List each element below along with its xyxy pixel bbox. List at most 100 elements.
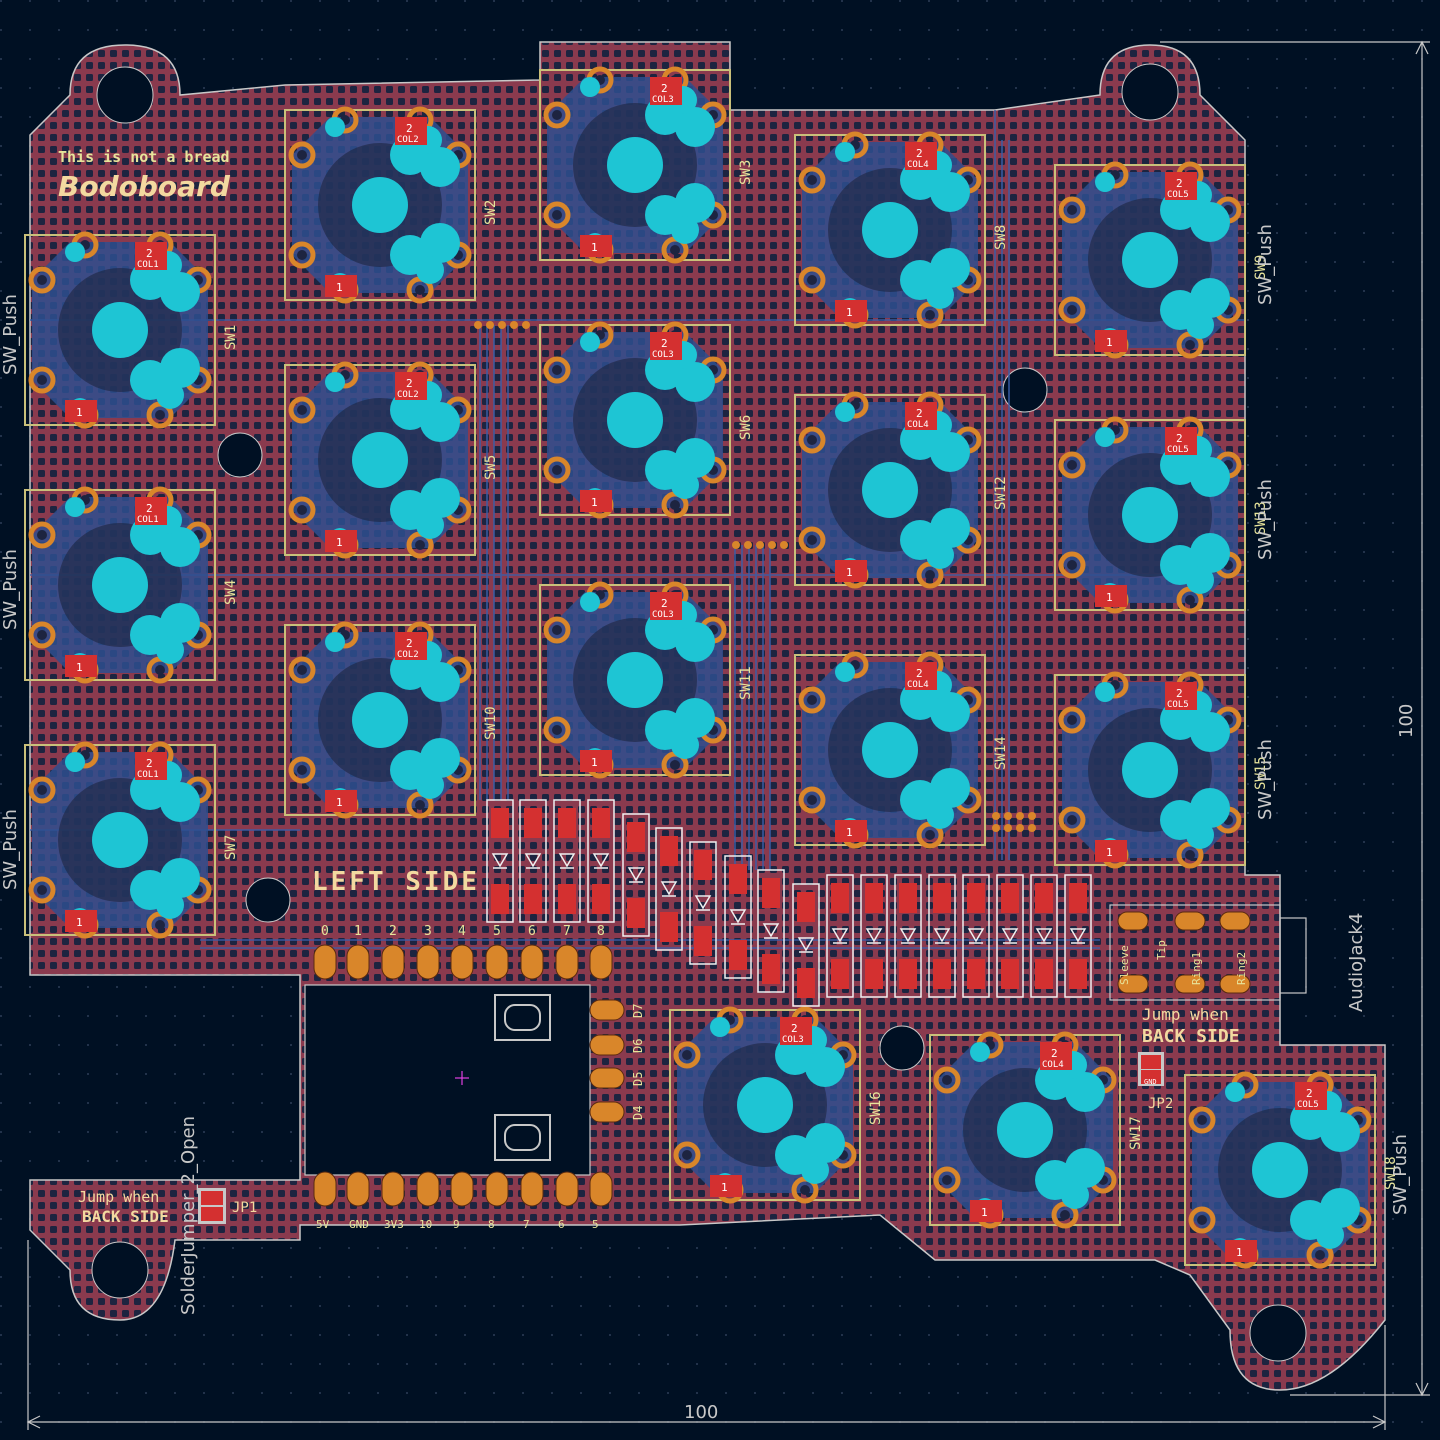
switch-pin-two: 2 [406,637,413,650]
diode-d13[interactable] [894,874,922,998]
mcu-top-pin-label: 7 [563,924,571,939]
diode-d11[interactable] [826,874,854,998]
mcu-top-pin-label: 6 [528,924,536,939]
switch-footprints: 2COL11SW12COL21SW22COL31SW32COL11SW42COL… [24,66,1399,1269]
mcu-side-pin-label: D5 [631,1072,645,1086]
mcu-bottom-pad-3[interactable]: 10 [416,1171,440,1231]
dimension-width-value: 100 [684,1402,718,1423]
switch-value-label: SW_Push [1390,1134,1411,1215]
switch-pin-two: 2 [406,122,413,135]
switch-pin-two: 2 [916,407,923,420]
switch-pin-one: 1 [1106,846,1113,859]
mcu-bottom-pad-1[interactable]: GND [346,1171,370,1231]
mcu-top-pad-3[interactable]: 3 [416,924,440,980]
mcu-bottom-pad-8[interactable]: 5 [589,1171,613,1231]
mcu-bottom-pad-0[interactable]: 5V [313,1171,337,1231]
mcu-bottom-pad-6[interactable]: 7 [520,1171,544,1231]
switch-value-label: SW_Push [0,294,21,375]
diode-d15[interactable] [962,874,990,998]
switch-pin-two: 2 [1176,687,1183,700]
switch-pin-two: 2 [916,147,923,160]
mcu-bottom-pad-7[interactable]: 6 [555,1171,579,1231]
diode-d1[interactable] [486,799,514,923]
mounting-holes [91,63,1307,1362]
solder-jumper-left[interactable] [198,1188,226,1224]
mcu-top-pad-5[interactable]: 5 [485,924,509,980]
switch-column-label: COL3 [652,610,674,620]
mcu-top-pad-2[interactable]: 2 [381,924,405,980]
mcu-side-pad-3[interactable]: D4 [589,1101,645,1123]
switch-reference: SW5 [483,455,499,480]
diode-d2[interactable] [519,799,547,923]
diode-d8[interactable] [724,855,752,979]
switch-column-label: COL5 [1167,700,1189,710]
switch-pin-two: 2 [146,757,153,770]
diode-d12[interactable] [860,874,888,998]
mcu-button-top[interactable] [494,994,551,1041]
mcu-bottom-pad-4[interactable]: 9 [450,1171,474,1231]
mcu-top-pad-6[interactable]: 6 [520,924,544,980]
switch-pin-one: 1 [336,536,343,549]
diode-d14[interactable] [928,874,956,998]
diode-d4[interactable] [587,799,615,923]
switch-pin-one: 1 [846,566,853,579]
mcu-bottom-pad-5[interactable]: 8 [485,1171,509,1231]
diode-d18[interactable] [1064,874,1092,998]
mcu-side-pin-label: D4 [631,1106,645,1120]
solder-jumper-right[interactable]: GND [1138,1052,1164,1086]
mcu-side-pad-2[interactable]: D5 [589,1067,645,1089]
switch-column-label: COL2 [397,650,419,660]
switch-pin-one: 1 [591,241,598,254]
jumper-note-left-line2: BACK SIDE [82,1207,169,1226]
jack-pin-tip: Tip [1155,940,1168,960]
mcu-top-pad-7[interactable]: 7 [555,924,579,980]
mcu-side-pad-0[interactable]: D7 [589,999,645,1021]
mcu-side-pad-1[interactable]: D6 [589,1034,645,1056]
switch-reference: SW14 [993,736,1009,770]
diode-d5[interactable] [622,813,650,937]
mcu-top-pin-label: 4 [458,924,466,939]
diode-d10[interactable] [792,883,820,1007]
diode-d9[interactable] [757,869,785,993]
switch-value-label: SW_Push [1255,224,1276,305]
diode-d7[interactable] [689,841,717,965]
switch-pin-one: 1 [591,496,598,509]
mcu-top-pad-8[interactable]: 8 [589,924,613,980]
diode-d3[interactable] [553,799,581,923]
switch-pin-one: 1 [721,1181,728,1194]
jumper-note-right-line2: BACK SIDE [1142,1026,1240,1047]
mcu-top-pad-0[interactable]: 0 [313,924,337,980]
mcu-button-bottom[interactable] [494,1114,551,1161]
switch-value-label: SW_Push [0,809,21,890]
diode-d17[interactable] [1030,874,1058,998]
switch-reference: SW12 [993,476,1009,510]
audio-jack-footprint[interactable]: Sleeve Tip Ring1 Ring2 [1109,904,1307,1001]
diode-d16[interactable] [996,874,1024,998]
switch-pin-one: 1 [846,306,853,319]
mcu-bottom-pad-2[interactable]: 3V3 [381,1171,405,1231]
switch-pin-one: 1 [76,406,83,419]
mcu-top-pad-1[interactable]: 1 [346,924,370,980]
mcu-top-pin-label: 3 [424,924,432,939]
switch-reference: SW10 [483,706,499,740]
diode-d6[interactable] [655,827,683,951]
mcu-top-pad-4[interactable]: 4 [450,924,474,980]
